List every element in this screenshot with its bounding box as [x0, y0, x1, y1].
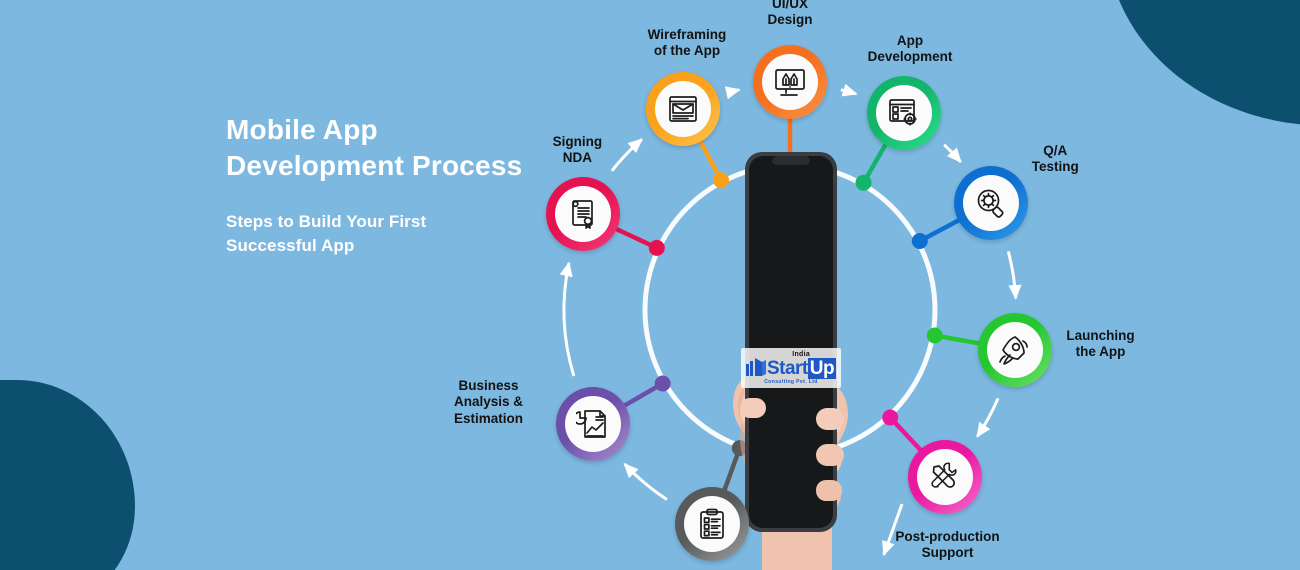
step-connector-dot — [712, 172, 729, 189]
flow-arrow — [559, 261, 576, 377]
certificate-icon — [572, 199, 594, 229]
rocket-icon — [998, 335, 1028, 365]
hand-fingers-front — [740, 398, 844, 501]
step-icon-well — [684, 496, 741, 553]
tools-icon — [931, 462, 958, 488]
flow-arrow — [610, 138, 643, 172]
logo-main-1: Start — [766, 358, 808, 379]
logo-mark-icon — [745, 358, 766, 376]
flow-arrow — [943, 143, 962, 163]
step-label: Signing NDA — [552, 133, 603, 166]
step-connector-dot — [855, 174, 872, 191]
title-line-1: Mobile App — [226, 114, 378, 145]
wireframe-icon — [669, 95, 697, 122]
step-connector-dot — [926, 327, 943, 344]
step-icon-well — [876, 84, 932, 141]
step-label: App Development — [867, 32, 953, 64]
step-icon-well — [762, 54, 818, 110]
subtitle-line-2: Successful App — [226, 236, 355, 256]
flow-arrow — [840, 83, 858, 97]
phone-screen — [749, 156, 833, 528]
step-connector-dot — [648, 239, 665, 256]
phone-notch — [772, 156, 810, 165]
step-connector-dot — [911, 232, 928, 249]
analysis-icon — [575, 410, 606, 438]
step-icon-ring[interactable] — [867, 75, 941, 150]
step-label: Q/A Testing — [1031, 142, 1079, 175]
page-title: Mobile App Development Process — [226, 112, 626, 184]
flow-arrow — [623, 462, 668, 501]
logo-tagline: Consulting Pvt. Ltd — [764, 379, 818, 385]
step-icon-well — [564, 396, 621, 452]
step-label: Post-production Support — [895, 528, 1000, 561]
flow-arrow-exit — [882, 503, 904, 557]
decorative-blob-bottom-left — [0, 380, 135, 570]
step-connector-dot — [882, 409, 899, 426]
step-icon-well — [555, 185, 612, 242]
logo-main-2: Up — [807, 358, 837, 379]
flow-arrow — [724, 86, 741, 100]
flow-arrow — [1006, 251, 1022, 300]
headline-block: Mobile App Development Process Steps to … — [226, 112, 626, 259]
step-label: UI/UX Design — [767, 0, 813, 28]
ui-design-icon — [775, 69, 805, 96]
step-label: Business Analysis & Estimation — [454, 378, 524, 426]
step-icon-ring[interactable] — [954, 165, 1029, 240]
step-icon-well — [654, 80, 711, 137]
flow-arrows — [559, 83, 1022, 557]
step-icon-well — [963, 174, 1020, 231]
step-icon-ring[interactable] — [645, 71, 720, 146]
step-label: Wireframing of the App — [647, 26, 727, 59]
step-icon-ring[interactable] — [555, 387, 630, 461]
step-icon-ring[interactable] — [908, 439, 983, 514]
step-icon-well — [917, 448, 974, 505]
logo-top-text: India — [792, 351, 811, 358]
flow-arrow — [976, 397, 1000, 438]
qa-testing-icon — [977, 189, 1004, 218]
subtitle-line-1: Steps to Build Your First — [226, 211, 427, 231]
clipboard-icon — [700, 508, 724, 540]
step-connector-dot — [654, 375, 671, 392]
app-dev-icon — [889, 98, 917, 126]
step-label: Launching the App — [1066, 327, 1135, 360]
step-icon-ring[interactable] — [546, 176, 621, 251]
step-icon-ring[interactable] — [753, 45, 827, 119]
step-icon-ring[interactable] — [675, 487, 750, 562]
page-subtitle: Steps to Build Your First Successful App — [226, 210, 626, 259]
step-icon-well — [986, 321, 1043, 378]
title-line-2: Development Process — [226, 149, 523, 181]
step-icon-ring[interactable] — [977, 312, 1052, 387]
